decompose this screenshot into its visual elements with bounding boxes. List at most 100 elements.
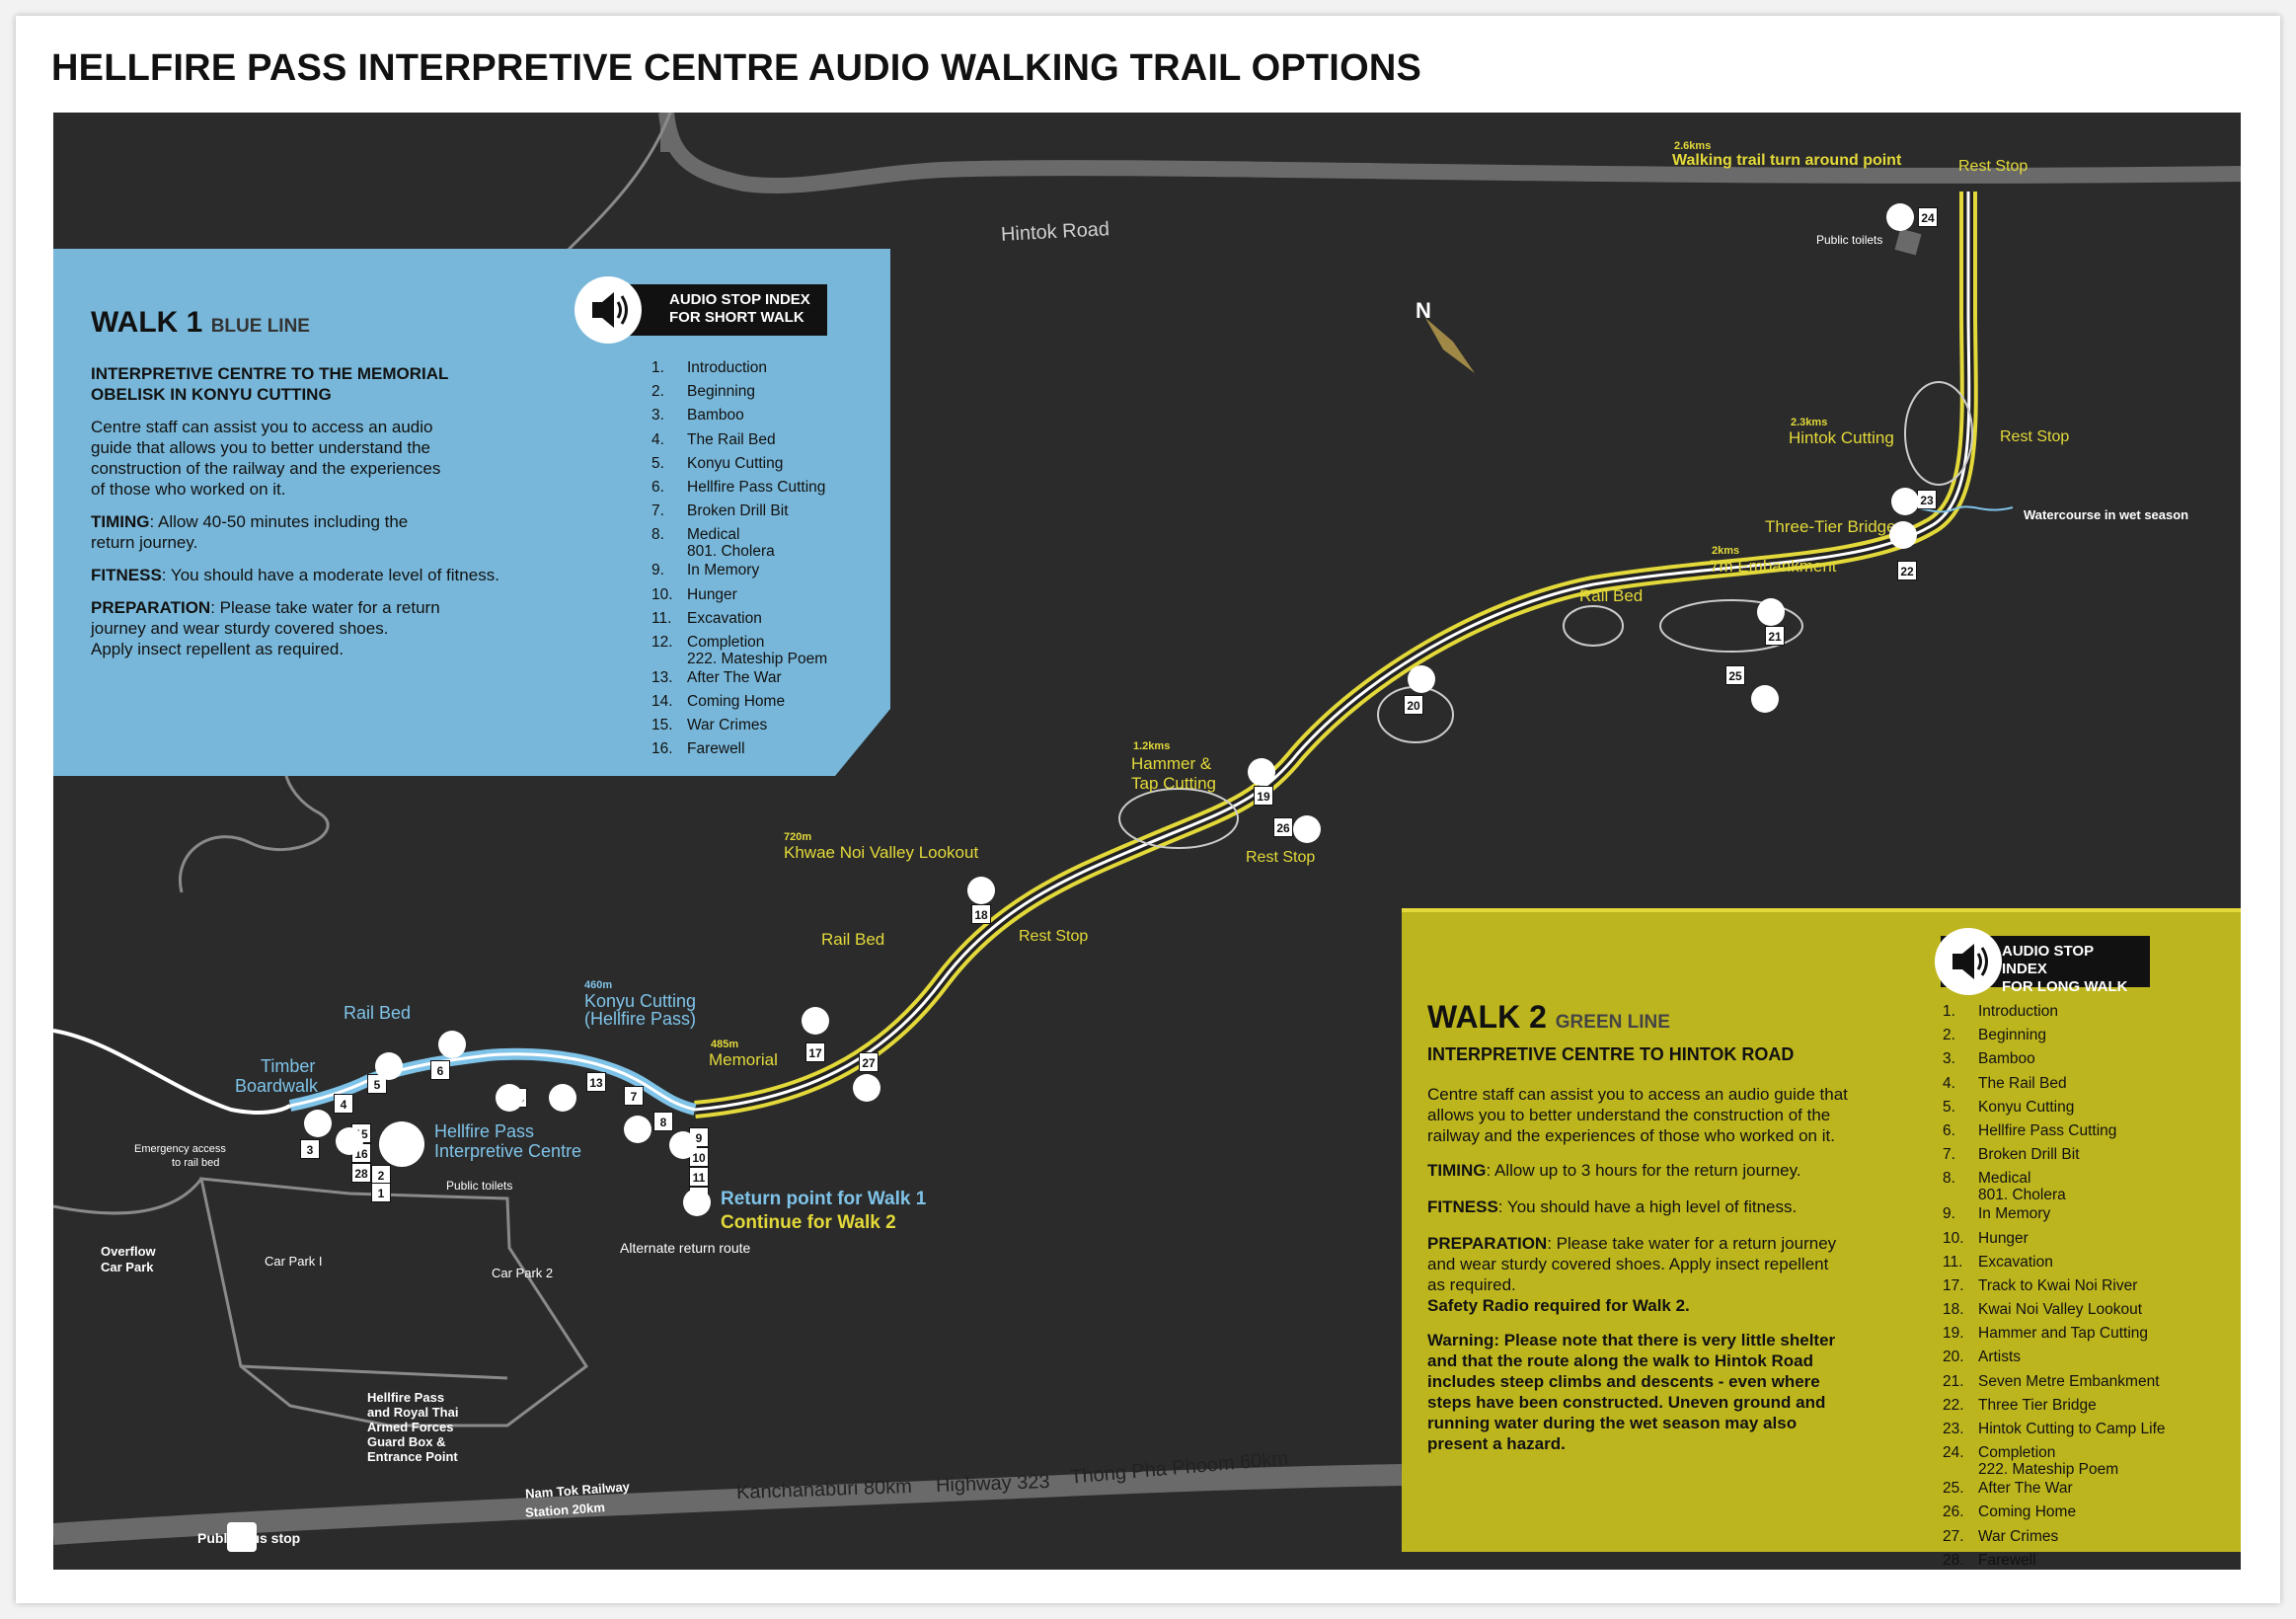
index-title: Hunger [1978, 1229, 2028, 1247]
konyu-label-2: (Hellfire Pass) [584, 1009, 697, 1029]
walk2-panel-bg [1402, 908, 2241, 1552]
index-number: 14. [651, 693, 673, 711]
index-item: 11.Excavation [651, 610, 879, 634]
index-number: 4. [651, 430, 664, 448]
audio-stop-icon [1889, 521, 1917, 549]
audio-stop-icon [624, 1116, 651, 1143]
index-title: Coming Home [1978, 1503, 2077, 1521]
index-number: 2. [1943, 1027, 1955, 1044]
embankment-distance: 2kms [1712, 545, 1740, 557]
index-item: 4.The Rail Bed [1943, 1075, 2229, 1099]
index-item: 2.Beginning [651, 383, 879, 407]
index-number: 11. [651, 609, 672, 627]
walk2-heading: WALK 2 GREEN LINE [1427, 999, 1670, 1035]
index-item: 14. Coming Home [651, 693, 879, 717]
index-item: 20.Artists [1943, 1349, 2229, 1372]
index-item: 27.War Crimes [1943, 1528, 2229, 1552]
index-title: Bamboo [687, 407, 744, 424]
index-number: 7. [651, 502, 664, 520]
index-number: 5. [651, 454, 664, 472]
stop-marker: 21 [1765, 626, 1785, 646]
index-title: Hammer and Tap Cutting [1978, 1325, 2149, 1343]
alternate-route-label: Alternate return route [620, 1240, 751, 1256]
stop-marker: 1 [371, 1183, 391, 1202]
audio-stop-icon [304, 1110, 332, 1137]
index-item: 1.Introduction [651, 359, 879, 383]
index-title: In Memory [687, 562, 760, 579]
turnaround-label: Walking trail turn around point [1672, 152, 1902, 169]
stop-marker: 11 [689, 1167, 709, 1187]
index-title: Beginning [687, 383, 755, 401]
overflow-label-1: Overflow [101, 1244, 156, 1259]
rest-stop-label: Rest Stop [1958, 158, 2028, 175]
continue-walk2-label: Continue for Walk 2 [721, 1212, 896, 1233]
stop-marker: 20 [1404, 695, 1423, 715]
index-number: 6. [651, 478, 664, 496]
overflow-label-2: Car Park [101, 1260, 154, 1274]
index-title: Artists [1978, 1349, 2022, 1366]
walk2-panel: WALK 2 GREEN LINE INTERPRETIVE CENTRE TO… [1402, 908, 2241, 1569]
highway-323 [53, 1464, 1403, 1545]
index-title: Bamboo [1978, 1050, 2035, 1068]
audio-stop-icon [1751, 685, 1779, 713]
index-title: Coming Home [687, 693, 786, 711]
audio-stop-icon [496, 1084, 523, 1112]
index-item: 23.Hintok Cutting to Camp Life [1943, 1421, 2229, 1444]
index-number: 22. [1943, 1396, 1964, 1414]
index-number: 27. [1943, 1527, 1964, 1545]
index-item: 28.Farewell [1943, 1552, 2229, 1570]
hintok-road [658, 113, 2241, 193]
audio-stop-icon [336, 1127, 363, 1155]
memorial-label: Memorial [709, 1050, 778, 1069]
index-title: Track to Kwai Noi River [1978, 1276, 2138, 1294]
index-item: 19.Hammer and Tap Cutting [1943, 1325, 2229, 1349]
index-title: Farewell [1978, 1551, 2036, 1569]
index-number: 8. [651, 526, 664, 544]
index-title: Introduction [1978, 1003, 2058, 1020]
index-item: 11.Excavation [1943, 1254, 2229, 1277]
index-title: The Rail Bed [687, 430, 776, 448]
index-number: 1. [651, 359, 664, 376]
index-title: After The War [687, 668, 782, 686]
public-toilets-label: Public toilets [446, 1179, 513, 1193]
index-number: 4. [1943, 1074, 1955, 1092]
rail-bed-label: Rail Bed [821, 930, 885, 949]
page-title: HELLFIRE PASS INTERPRETIVE CENTRE AUDIO … [51, 47, 1422, 89]
walk2-subtitle: INTERPRETIVE CENTRE TO HINTOK ROAD [1427, 1044, 1795, 1064]
centre-speaker-icon [379, 1121, 424, 1167]
hammer-label-2: Tap Cutting [1131, 774, 1216, 793]
bus-icon [227, 1522, 257, 1552]
index-item: 3.Bamboo [651, 407, 879, 430]
speaker-icon [574, 276, 642, 344]
audio-stop-icon [1408, 665, 1435, 693]
audio-stop-icon [802, 1007, 829, 1035]
index-number: 12. [651, 633, 673, 651]
rest-stop-label: Rest Stop [2000, 428, 2070, 445]
index-title: Seven Metre Embankment [1978, 1372, 2160, 1390]
stop-marker: 18 [971, 904, 991, 924]
stop-marker: 27 [859, 1052, 879, 1072]
stop-marker: 7 [624, 1086, 644, 1106]
audio-stop-icon [1757, 598, 1785, 626]
index-title: Kwai Noi Valley Lookout [1978, 1301, 2142, 1319]
index-number: 1. [1943, 1003, 1955, 1020]
public-toilets-label: Public toilets [1816, 233, 1883, 247]
emergency-label-1: Emergency access [134, 1143, 226, 1155]
index-number: 10. [1943, 1229, 1964, 1247]
konyu-label-1: Konyu Cutting [584, 991, 697, 1011]
hintok-cutting-label: Hintok Cutting [1789, 428, 1894, 447]
index-item: 15.War Crimes [651, 717, 879, 740]
index-item: 26.Coming Home [1943, 1503, 2229, 1527]
index-title: In Memory [1978, 1205, 2051, 1223]
index-item: 5.Konyu Cutting [1943, 1099, 2229, 1122]
index-title: After The War [1978, 1480, 2073, 1498]
stop-marker: 2 [371, 1165, 391, 1185]
